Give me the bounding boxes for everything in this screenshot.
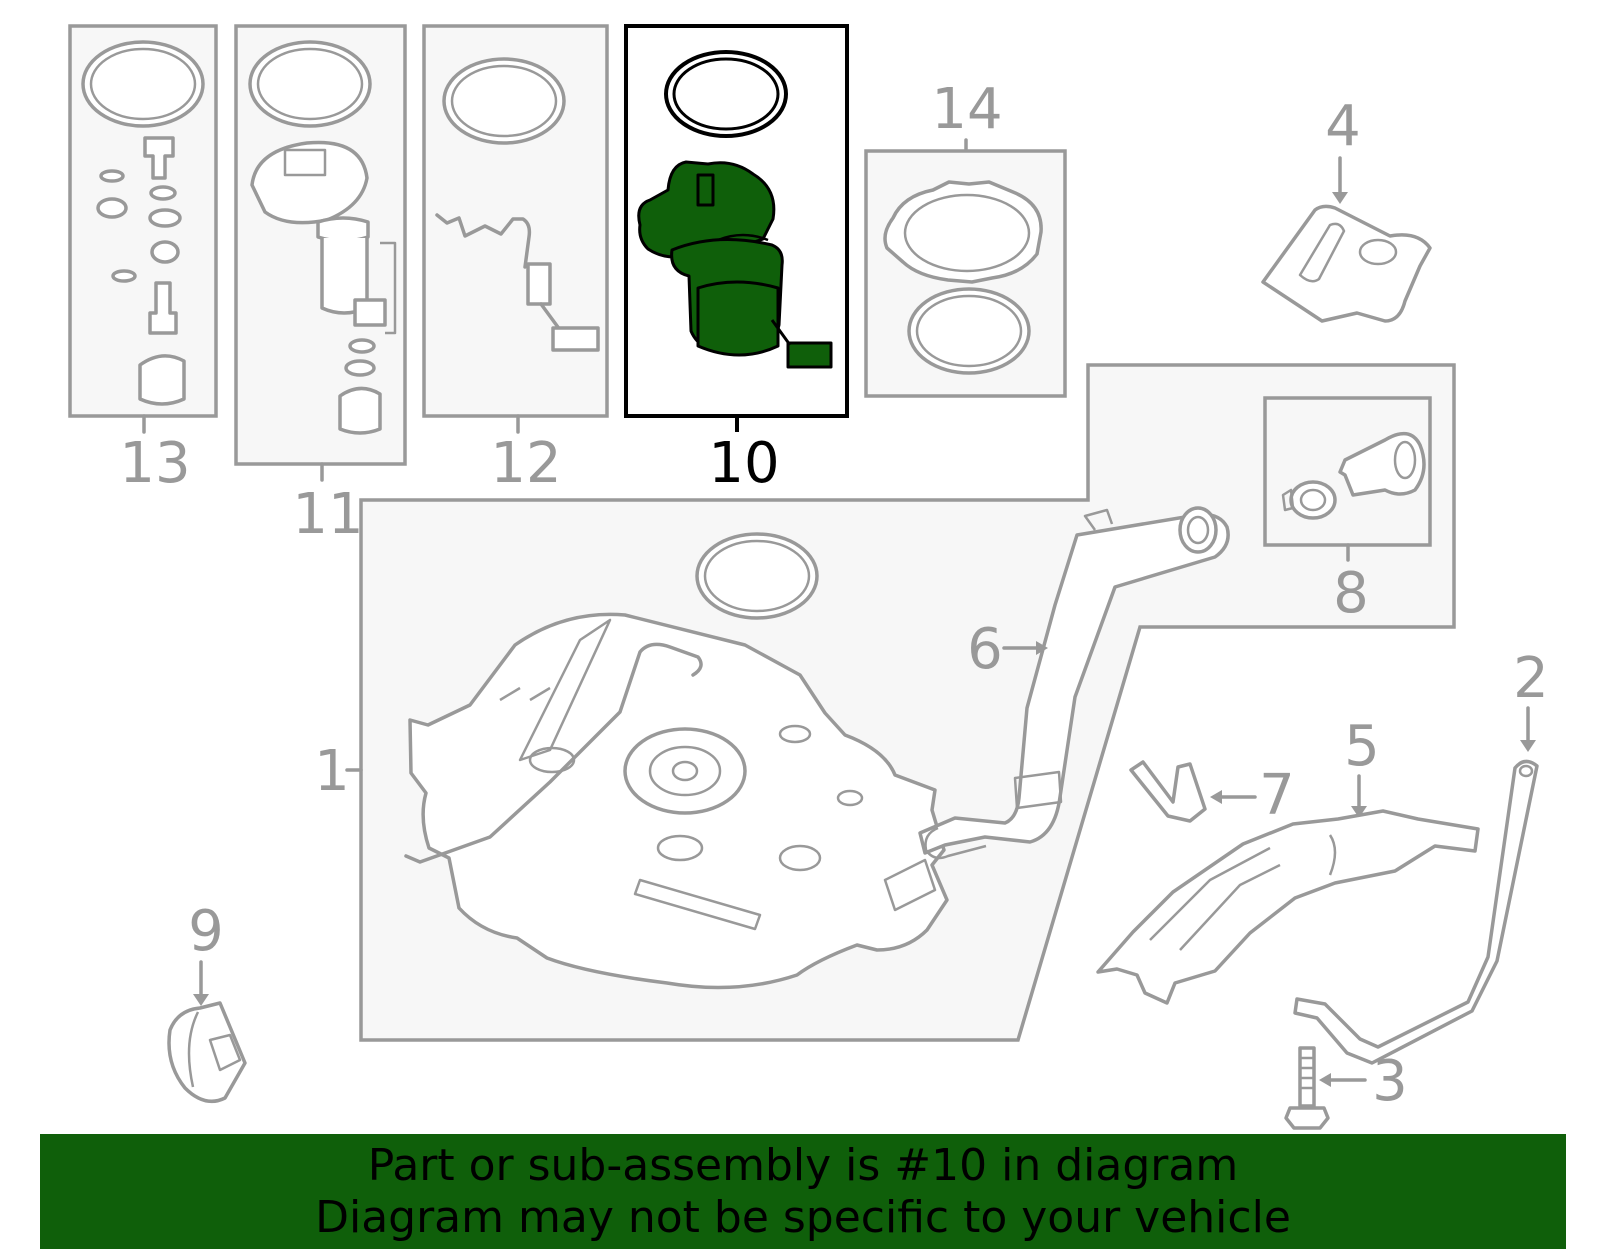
part-3-bolt[interactable] <box>1284 1046 1367 1130</box>
part-14-gasket-kit-box[interactable] <box>864 138 1067 398</box>
leader-6 <box>1002 641 1048 655</box>
part-11-kit-box[interactable] <box>234 24 407 482</box>
notice-banner: Part or sub-assembly is #10 in diagram D… <box>40 1134 1566 1249</box>
part-5-heat-shield[interactable] <box>1096 774 1480 1005</box>
part-1-fuel-tank-box[interactable] <box>359 363 1456 1042</box>
part-9-cap[interactable] <box>167 960 247 1104</box>
callout-7: 7 <box>1259 763 1295 828</box>
callout-9: 9 <box>188 899 224 964</box>
part-4-bracket[interactable] <box>1261 156 1432 323</box>
part-7-clip[interactable] <box>1129 760 1257 823</box>
callout-2: 2 <box>1513 646 1549 711</box>
callout-6: 6 <box>967 617 1003 682</box>
callout-3: 3 <box>1372 1049 1408 1114</box>
callout-11: 11 <box>292 482 363 547</box>
banner-line-1: Part or sub-assembly is #10 in diagram <box>367 1139 1239 1191</box>
callout-8: 8 <box>1333 561 1369 626</box>
callout-13: 13 <box>119 431 190 496</box>
part-10-fuel-pump-assembly[interactable] <box>624 24 849 432</box>
part-8-filler-neck-box[interactable] <box>1263 396 1432 562</box>
callout-4: 4 <box>1325 94 1361 159</box>
part-13-kit-box[interactable] <box>68 24 218 434</box>
part-12-kit-box[interactable] <box>422 24 609 434</box>
callout-10: 10 <box>708 431 779 496</box>
callout-1: 1 <box>314 739 350 804</box>
banner-line-2: Diagram may not be specific to your vehi… <box>315 1191 1291 1243</box>
part-2-tank-strap[interactable] <box>1293 706 1539 1065</box>
callout-12: 12 <box>490 431 561 496</box>
callout-5: 5 <box>1344 714 1380 779</box>
callout-14: 14 <box>931 77 1002 142</box>
